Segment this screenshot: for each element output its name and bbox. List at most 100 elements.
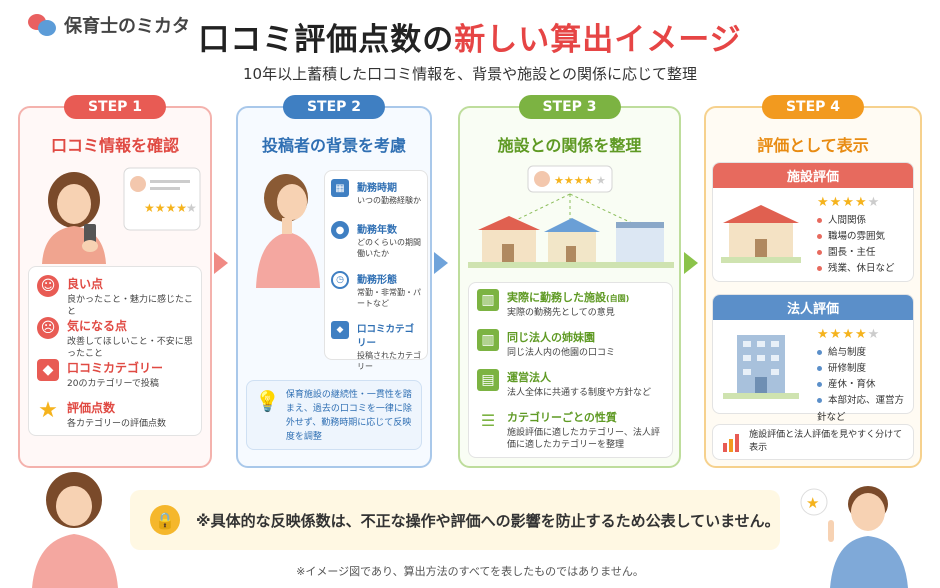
item-title: 良い点 (67, 277, 104, 291)
item-title: 気になる点 (67, 319, 128, 333)
office-building-icon (723, 335, 799, 399)
star-rating-icons: ★★★★★ (817, 195, 881, 210)
rating-point-text: 給与制度 (828, 347, 867, 358)
chat-bubble-logo-icon (28, 12, 58, 38)
step-4-summary: 施設評価と法人評価を見やすく分けて表示 (712, 424, 914, 460)
rating-point-text: 職場の雰囲気 (828, 231, 886, 243)
bullet-dot-icon (817, 398, 822, 404)
rating-point-item: 給与制度 (817, 345, 913, 361)
item-desc: 改善してほしいこと・不安に思ったこと (67, 337, 193, 360)
rating-point-text: 本部対応、運営方針など (817, 395, 905, 423)
step-3-item: ▥ 同じ法人の姉妹園同じ法人内の他園の口コミ (477, 329, 664, 359)
step-2-note: 💡 保育施設の継続性・一貫性を踏まえ、過去の口コミを一律に除外せず、勤務時期に応… (246, 380, 422, 450)
footer-note: ※イメージ図であり、算出方法のすべてを表したものではありません。 (296, 565, 644, 578)
rating-point-text: 残業、休日など (828, 263, 895, 275)
woman-with-phone-illustration: ★★★★★ (42, 167, 201, 264)
disclosure-notice: 🔒 ※具体的な反映係数は、不正な操作や評価への影響を防止するため公表していません… (130, 490, 780, 550)
item-title: 同じ法人の姉妹園 (507, 331, 595, 344)
rating-point-item: 園長・主任 (817, 245, 895, 261)
title-main: 口コミ評価点数の (198, 22, 455, 58)
step-2-badge: STEP 2 (282, 95, 386, 119)
tag-icon: ◆ (331, 321, 349, 339)
step-3-item: ☰ カテゴリーごとの性質施設評価に適したカテゴリー、法人評価に適したカテゴリーを… (477, 409, 664, 451)
item-desc: 施設評価に適したカテゴリー、法人評価に適したカテゴリーを整理 (507, 428, 660, 451)
facility-points-list: 人間関係職場の雰囲気園長・主任残業、休日など (817, 213, 895, 278)
step-1-item: ☹ 気になる点改善してほしいこと・不安に思ったこと (37, 317, 193, 360)
step-1-item: ★ 評価点数各カテゴリーの評価点数 (37, 397, 193, 430)
corporate-points-list: 給与制度研修制度産休・育休本部対応、運営方針など (817, 345, 913, 426)
svg-text:★★★★: ★★★★ (144, 201, 187, 215)
facility-rating-card: 施設評価 ★★★★★ 人間関係職場の雰囲気園長・主任残業、休日など (712, 162, 914, 282)
step-4-heading: 評価として表示 (757, 136, 869, 155)
star-rating-icons: ★★★★★ (817, 327, 881, 342)
lightbulb-icon: 💡 (255, 389, 280, 413)
rating-point-item: 残業、休日など (817, 261, 895, 277)
tag-icon: ◆ (37, 359, 59, 381)
item-desc: 同じ法人内の他園の口コミ (507, 348, 616, 358)
rating-point-text: 人間関係 (828, 215, 867, 226)
item-desc: いつの勤務経験か (357, 196, 421, 205)
step-3-heading: 施設との関係を整理 (497, 136, 642, 155)
bullet-dot-icon (817, 350, 822, 355)
bullet-dot-icon (817, 234, 822, 240)
bullet-dot-icon (817, 266, 822, 272)
step-3-item: ▥ 実際に勤務した施設(自園)実際の勤務先としての意見 (477, 289, 664, 319)
rating-point-item: 産休・育休 (817, 377, 913, 393)
item-title-sub: (自園) (606, 294, 630, 303)
svg-text:★: ★ (806, 494, 819, 512)
step-1-panel: STEP 1 口コミ情報を確認 ★★★★★ ☺ 良い点良かったこと・魅力に感じた… (18, 95, 212, 468)
person-icon: ● (331, 221, 349, 239)
building-icon: ▥ (477, 329, 499, 351)
step-3-item: ▤ 運営法人法人全体に共通する制度や方針など (477, 369, 664, 399)
step-1-item-card: ☺ 良い点良かったこと・魅力に感じたこと ☹ 気になる点改善してほしいこと・不安… (28, 266, 202, 436)
rating-point-text: 産休・育休 (828, 379, 876, 391)
item-title: 勤務年数 (357, 225, 397, 236)
bullet-dot-icon (817, 218, 822, 223)
item-desc: 常勤・非常勤・パートなど (357, 288, 421, 308)
step-3-panel: STEP 3 施設との関係を整理 ★★★★★ ▥ 実際に勤務した施設(自園)実際… (458, 95, 681, 468)
bullet-dot-icon (817, 382, 822, 388)
step-2-panel: STEP 2 投稿者の背景を考慮 ▦ 勤務時期いつの勤務経験か ● 勤務年数どの… (236, 95, 432, 468)
item-desc: 法人全体に共通する制度や方針など (507, 388, 652, 398)
rating-point-item: 職場の雰囲気 (817, 229, 895, 245)
corporate-rating-card: 法人評価 ★★★★★ 給与制度研修制度産休・育休本部対応、運営方針など (712, 294, 914, 423)
office-icon: ▤ (477, 369, 499, 391)
man-pointing-illustration: ★ (800, 486, 908, 588)
arrow-right-icon (214, 252, 228, 274)
step-4-summary-text: 施設評価と法人評価を見やすく分けて表示 (749, 429, 903, 453)
calendar-icon: ▦ (331, 179, 349, 197)
page-subtitle: 10年以上蓄積した口コミ情報を、背景や施設との関係に応じて整理 (243, 65, 697, 83)
step-2-heading: 投稿者の背景を考慮 (261, 136, 406, 155)
smile-icon: ☺ (37, 275, 59, 297)
arrow-right-icon (434, 252, 448, 274)
step-1-item: ☺ 良い点良かったこと・魅力に感じたこと (37, 275, 193, 318)
rating-point-text: 園長・主任 (828, 247, 876, 259)
clock-icon: ◷ (331, 271, 349, 289)
item-title: 運営法人 (507, 371, 551, 384)
site-logo[interactable]: 保育士のミカタ (28, 12, 190, 38)
step-2-note-text: 保育施設の継続性・一貫性を踏まえ、過去の口コミを一律に除外せず、勤務時期に応じて… (285, 390, 412, 442)
step-2-item-card: ▦ 勤務時期いつの勤務経験か ● 勤務年数どのくらいの期間働いたか ◷ 勤務形態… (324, 170, 428, 371)
item-title: カテゴリーごとの性質 (507, 411, 617, 424)
svg-text:★: ★ (596, 174, 606, 187)
bullet-dot-icon (817, 366, 822, 372)
facility-rating-label: 施設評価 (713, 163, 913, 188)
lock-icon: 🔒 (150, 505, 180, 535)
step-4-panel: STEP 4 評価として表示 施設評価 ★★★★★ 人間関係職場の雰囲気園長・主… (704, 95, 922, 468)
item-desc: 投稿されたカテゴリー (357, 351, 421, 371)
step-2-item: ▦ 勤務時期いつの勤務経験か (331, 179, 423, 207)
item-title: 実際に勤務した施設 (507, 291, 606, 304)
item-title: 勤務時期 (357, 183, 397, 194)
title-highlight: 新しい算出イメージ (454, 22, 742, 58)
bullet-dot-icon (817, 250, 822, 256)
item-title: 評価点数 (67, 401, 116, 415)
woman-profile-illustration (256, 174, 320, 288)
school-building-icon (721, 205, 801, 263)
item-desc: 実際の勤務先としての意見 (507, 308, 615, 318)
frown-icon: ☹ (37, 317, 59, 339)
step-3-item-card: ▥ 実際に勤務した施設(自園) 実際の勤務先としての意見 ▥ 同じ法人の姉妹園同じ… (468, 282, 673, 458)
star-icon: ★ (38, 397, 58, 423)
step-2-item: ◷ 勤務形態常勤・非常勤・パートなど (331, 271, 423, 310)
woman-thinking-illustration (32, 472, 118, 588)
svg-text:★: ★ (186, 201, 197, 215)
